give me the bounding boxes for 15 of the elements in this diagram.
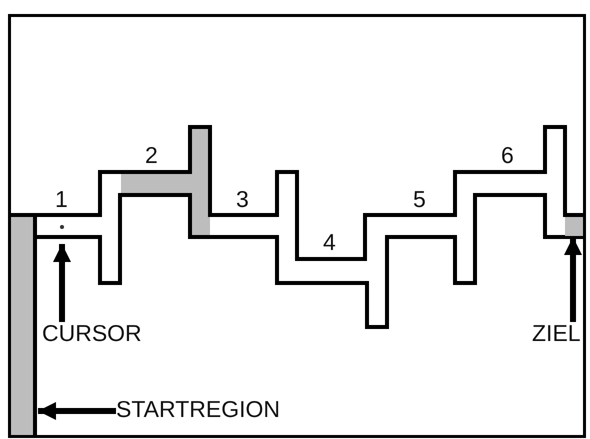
leader-arrow xyxy=(38,402,116,420)
segment-number: 2 xyxy=(145,144,158,167)
segment-number: 4 xyxy=(323,231,336,254)
arrow-label: CURSOR xyxy=(42,322,142,345)
cursor-dot xyxy=(60,225,64,229)
segment-number: 5 xyxy=(413,188,426,211)
arrow-label: STARTREGION xyxy=(116,398,280,421)
segment-number: 6 xyxy=(501,144,514,167)
segment-number: 3 xyxy=(236,188,249,211)
leader-arrow xyxy=(53,244,71,322)
goal-region xyxy=(565,217,583,236)
segment-number: 1 xyxy=(55,188,68,211)
arrow-label: ZIEL xyxy=(532,322,581,345)
start-region-bar xyxy=(11,217,37,435)
leader-arrow xyxy=(564,237,582,322)
